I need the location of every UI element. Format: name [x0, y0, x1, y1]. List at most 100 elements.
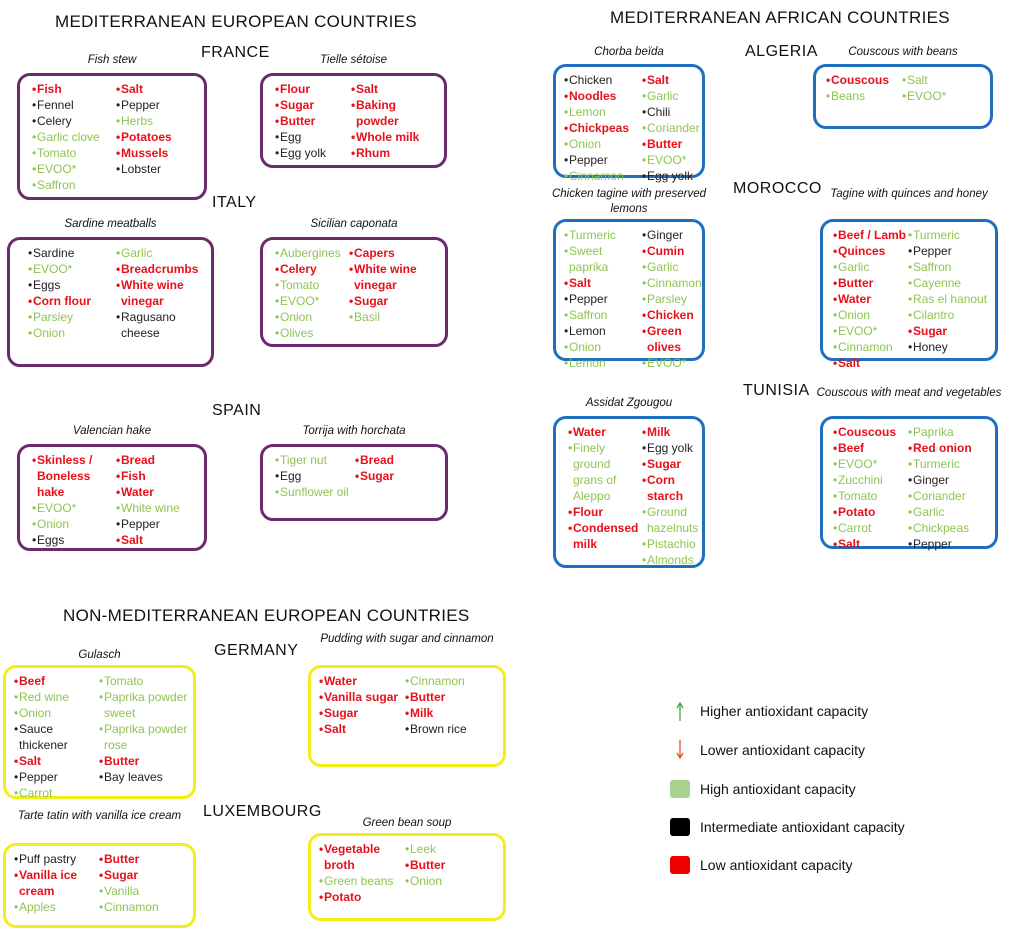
ingredient-name: Beef / Lamb — [838, 228, 907, 242]
ingredient-name: Salt — [647, 73, 670, 87]
dish-title-sardine: Sardine meatballs — [64, 218, 157, 230]
ingredient-name: Salt — [569, 276, 592, 290]
ingredient: •EVOO* — [833, 456, 908, 472]
ingredient-name: Tiger nut — [280, 453, 327, 467]
ingredient: •Garlic — [642, 259, 708, 275]
ingredient-name: Salt — [838, 537, 861, 551]
bullet: • — [642, 121, 647, 135]
ingredient-name: Breadcrumbs — [121, 262, 199, 276]
ingredient: •Onion — [564, 136, 642, 152]
ingredient: •Salt — [902, 72, 982, 88]
ingredient: •Bread — [355, 452, 445, 468]
bullet: • — [642, 356, 647, 370]
ingredient: •Whole milk — [351, 129, 441, 145]
ingredient: •Sugar — [355, 468, 445, 484]
ingredient: •EVOO* — [32, 161, 116, 177]
ingredient: •Sugar — [349, 293, 443, 309]
ingredient-name: Turmeric — [913, 228, 960, 242]
ingredient-name: Mussels — [121, 146, 169, 160]
ingredient-name: Coriander — [647, 121, 700, 135]
bullet: • — [564, 244, 569, 258]
ingredient-name: Water — [324, 674, 357, 688]
ingredient: •Ginger — [908, 472, 994, 488]
ingredient-column: •Chicken•Noodles•Lemon•Chickpeas•Onion•P… — [564, 72, 642, 184]
ingredient-name: Potatoes — [121, 130, 172, 144]
bullet: • — [642, 276, 647, 290]
bullet: • — [349, 294, 354, 308]
ingredient-name: Cayenne — [913, 276, 962, 290]
ingredient-name: Vegetable broth — [324, 842, 381, 872]
ingredient-name: Ginger — [647, 228, 684, 242]
bullet: • — [351, 146, 356, 160]
ingredient: •White wine — [116, 500, 206, 516]
ingredient: •Mussels — [116, 145, 202, 161]
ingredient-name: Onion — [37, 517, 70, 531]
ingredient-name: Sardine — [33, 246, 75, 260]
bullet: • — [275, 453, 280, 467]
bullet: • — [405, 858, 410, 872]
ingredient-name: Brown rice — [410, 722, 467, 736]
country-france: FRANCE — [201, 44, 270, 61]
ingredient-name: Herbs — [121, 114, 154, 128]
ingredient: •Water — [568, 424, 642, 440]
ingredient: •Pepper — [908, 536, 994, 552]
ingredient-name: Sweet paprika — [569, 244, 609, 274]
ingredient-column: •Bread•Fish•Water•White wine•Pepper•Salt — [116, 452, 206, 548]
ingredient-name: Garlic — [121, 246, 153, 260]
bullet: • — [14, 674, 19, 688]
bullet: • — [642, 169, 647, 183]
bullet: • — [14, 786, 19, 800]
dish-box-tagine-quince: •Beef / Lamb•Quinces•Garlic•Butter•Water… — [820, 219, 998, 370]
bullet: • — [405, 722, 410, 736]
dish-box-tagine-lemon: •Turmeric•Sweet paprika•Salt•Pepper•Saff… — [553, 219, 708, 370]
ingredient-name: Pepper — [569, 153, 608, 167]
legend-higher: Higher antioxidant capacity — [670, 700, 868, 722]
ingredient: •Flour — [568, 504, 642, 520]
ingredient: •Salt — [642, 72, 704, 88]
ingredient-name: EVOO* — [838, 324, 878, 338]
bullet: • — [833, 356, 838, 370]
ingredient-name: Carrot — [19, 786, 53, 800]
bullet: • — [908, 537, 913, 551]
ingredient-name: Couscous — [838, 425, 897, 439]
dish-title-tagine-quince: Tagine with quinces and honey — [830, 188, 988, 200]
bullet: • — [32, 517, 37, 531]
bullet: • — [28, 294, 33, 308]
ingredient-column: •Bread•Sugar — [355, 452, 445, 484]
bullet: • — [568, 425, 573, 439]
ingredient-name: Pepper — [913, 537, 952, 551]
ingredient-name: Olives — [280, 326, 314, 340]
bullet: • — [642, 260, 647, 274]
ingredient-name: Salt — [121, 82, 144, 96]
dish-box-chorba: •Chicken•Noodles•Lemon•Chickpeas•Onion•P… — [553, 64, 705, 183]
dish-box-fish-stew: •Fish•Fennel•Celery•Garlic clove•Tomato•… — [17, 73, 207, 200]
ingredient-name: White wine vinegar — [121, 278, 184, 308]
country-luxembourg: LUXEMBOURG — [203, 803, 322, 820]
ingredient-name: Sauce thickener — [19, 722, 68, 752]
ingredient-name: EVOO* — [33, 262, 73, 276]
ingredient: •Onion — [405, 873, 501, 889]
bullet: • — [14, 754, 19, 768]
bullet: • — [32, 162, 37, 176]
bullet: • — [99, 852, 104, 866]
ingredient: •EVOO* — [642, 355, 708, 371]
ingredient-name: Corn starch — [647, 473, 684, 503]
bullet: • — [642, 308, 647, 322]
bullet: • — [116, 98, 121, 112]
ingredient-column: •Couscous•Beef•EVOO*•Zucchini•Tomato•Pot… — [833, 424, 908, 552]
ingredient-column: •Water•Vanilla sugar•Sugar•Salt — [319, 673, 405, 737]
ingredient-name: Pistachio — [647, 537, 696, 551]
bullet: • — [833, 228, 838, 242]
dish-title-couscous-beans: Couscous with beans — [848, 46, 958, 58]
ingredient-name: Pepper — [19, 770, 58, 784]
ingredient-name: Garlic — [838, 260, 870, 274]
ingredient-column: •Butter•Sugar•Vanilla•Cinnamon — [99, 851, 195, 915]
ingredient-column: •Garlic•Breadcrumbs•White wine vinegar•R… — [116, 245, 210, 341]
ingredient-name: Bread — [121, 453, 156, 467]
ingredient-name: Saffron — [569, 308, 608, 322]
bullet: • — [908, 521, 913, 535]
dish-box-greenbean: •Vegetable broth•Green beans•Potato•Leek… — [308, 833, 506, 921]
ingredient: •Eggs — [28, 277, 116, 293]
bullet: • — [349, 246, 354, 260]
section-title-med-eu: MEDITERRANEAN EUROPEAN COUNTRIES — [55, 12, 417, 31]
